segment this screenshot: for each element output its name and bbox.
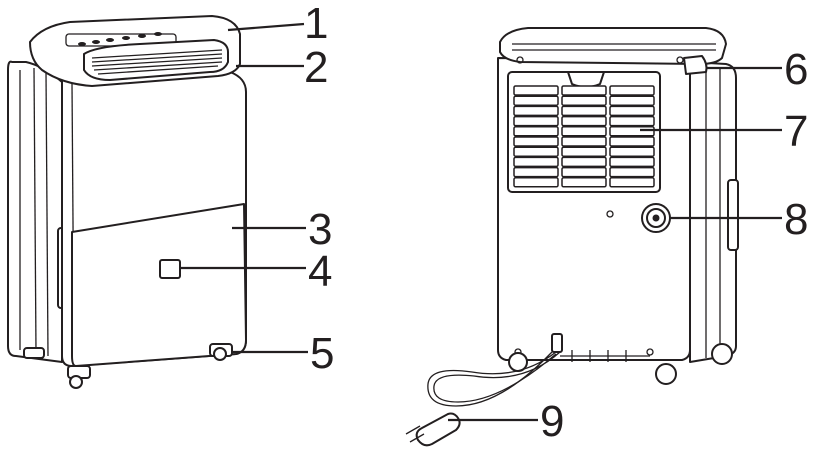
- filter-slot: [609, 105, 655, 117]
- callout-lines: [180, 22, 782, 422]
- filter-slot: [513, 177, 559, 188]
- back-view: [405, 27, 739, 447]
- filter-slot: [561, 166, 607, 178]
- filter-slot: [513, 115, 559, 127]
- filter-slot: [513, 156, 559, 168]
- air-outlet-grille: [83, 39, 229, 81]
- carry-handle: [683, 55, 708, 75]
- water-level-window: [159, 259, 181, 279]
- filter-slot: [513, 136, 559, 147]
- power-cord: [405, 333, 563, 447]
- filter-slot: [513, 95, 559, 106]
- filter-slot: [609, 177, 655, 188]
- filter-slot: [561, 115, 607, 127]
- label-5: 5: [310, 329, 334, 378]
- filter-slot: [513, 105, 559, 117]
- filter-slot: [561, 126, 607, 137]
- filter-slot: [513, 126, 559, 137]
- filter-slot: [609, 146, 655, 157]
- label-6: 6: [784, 45, 808, 94]
- air-filter-grille: [507, 71, 661, 193]
- filter-slot: [513, 85, 559, 96]
- filter-slot: [513, 166, 559, 178]
- label-9: 9: [540, 397, 564, 446]
- filter-slot: [513, 146, 559, 157]
- label-7: 7: [784, 107, 808, 156]
- water-tank: [71, 203, 247, 367]
- filter-slot: [609, 115, 655, 127]
- part-labels: 1 2 3 4 5 6 7 8 9: [304, 0, 808, 446]
- label-8: 8: [784, 195, 808, 244]
- filter-slot: [609, 156, 655, 168]
- front-casters: [23, 343, 233, 389]
- label-2: 2: [304, 43, 328, 92]
- filter-slot: [609, 95, 655, 106]
- filter-slot: [561, 146, 607, 157]
- filter-slot: [561, 177, 607, 188]
- filter-slot: [561, 85, 607, 96]
- filter-slot: [609, 85, 655, 96]
- filter-slot: [609, 136, 655, 147]
- front-view: [7, 15, 247, 389]
- label-1: 1: [304, 0, 328, 48]
- control-buttons: [65, 32, 177, 47]
- filter-slot: [561, 156, 607, 168]
- drain-hole: [606, 210, 614, 218]
- back-casters: [508, 343, 733, 385]
- back-side-handle: [727, 179, 739, 251]
- continuous-drain-outlet: [641, 203, 671, 233]
- label-4: 4: [308, 247, 332, 296]
- filter-slot: [561, 105, 607, 117]
- filter-slot: [609, 166, 655, 178]
- back-top-panel: [499, 27, 727, 65]
- filter-slot: [561, 136, 607, 147]
- filter-slot: [609, 126, 655, 137]
- label-3: 3: [308, 205, 332, 254]
- filter-slot: [561, 95, 607, 106]
- power-plug: [415, 412, 461, 447]
